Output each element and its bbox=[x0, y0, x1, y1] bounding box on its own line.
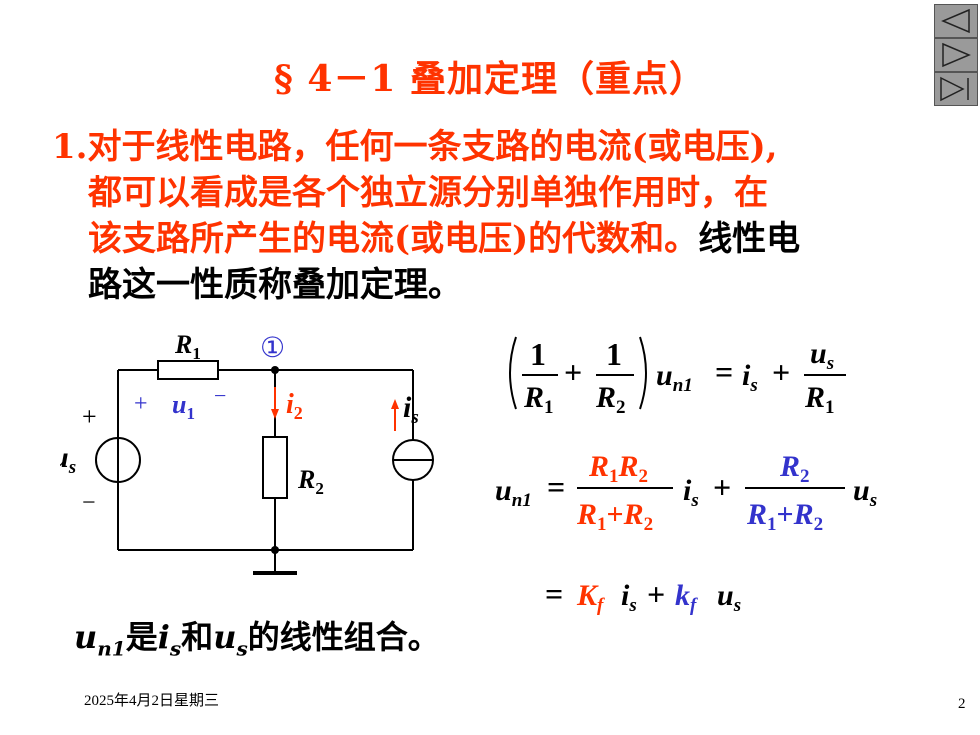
slide-title: § 4－1 叠加定理（重点） bbox=[274, 58, 706, 100]
fraction-denominator: R1 bbox=[804, 381, 835, 418]
node-dot bbox=[271, 366, 279, 374]
resistor-r2 bbox=[262, 436, 288, 499]
line-text-red: 该支路所产生的电流(或电压)的代数和。 bbox=[88, 219, 699, 259]
line-text-black: 线性电 bbox=[698, 219, 801, 259]
label-is: is bbox=[403, 391, 419, 428]
label-u1: u1 bbox=[172, 390, 195, 423]
fraction-numerator: us bbox=[810, 337, 834, 374]
kf-small-coefficient: kf bbox=[675, 579, 698, 616]
paragraph-line-2: 都可以看成是各个独立源分别单独作用时，在 bbox=[88, 173, 768, 213]
is-term: is bbox=[621, 579, 637, 616]
summary-text: 的线性组合。 bbox=[247, 618, 440, 656]
last-slide-button[interactable] bbox=[934, 72, 978, 106]
i-symbol: i bbox=[157, 618, 170, 656]
summary-text: 和 bbox=[181, 618, 214, 656]
label-i2: i2 bbox=[286, 389, 303, 423]
line-text: 对于线性电路，任何一条支路的电流(或电压), bbox=[87, 127, 778, 167]
u1-minus: − bbox=[214, 383, 226, 408]
u-symbol: u bbox=[74, 618, 98, 656]
fraction-denominator: R2 bbox=[595, 381, 626, 418]
us-term: us bbox=[717, 579, 741, 616]
label-r1: R1 bbox=[174, 330, 201, 363]
plus-sign: + bbox=[772, 354, 790, 390]
paragraph-line-1: 1.对于线性电路，任何一条支路的电流(或电压), bbox=[52, 124, 922, 170]
u-subscript: n1 bbox=[97, 636, 126, 661]
fraction-denominator: R1+R2 bbox=[576, 498, 653, 535]
un1-label: un1 bbox=[495, 474, 532, 511]
circuit-diagram: R1 ① + u1 − i2 is + us − R2 bbox=[60, 330, 434, 575]
equation-1: 1 R1 + 1 R2 un1 = is + us R1 bbox=[509, 336, 846, 418]
us-plus: + bbox=[82, 402, 97, 431]
label-us: us bbox=[60, 441, 76, 478]
kf-coefficient: Kf bbox=[576, 579, 605, 616]
us-minus: − bbox=[82, 490, 96, 516]
fraction-numerator: 1 bbox=[606, 336, 622, 372]
equals-sign: = bbox=[547, 469, 565, 505]
arrow-left-icon bbox=[941, 8, 970, 34]
arrow-end-icon bbox=[940, 76, 969, 102]
fraction-denominator: R1+R2 bbox=[746, 498, 823, 535]
un1-term: un1 bbox=[656, 359, 693, 396]
u-symbol: u bbox=[213, 618, 237, 656]
arrow-down-icon bbox=[271, 409, 279, 419]
u-subscript: s bbox=[236, 636, 248, 661]
label-r2: R2 bbox=[297, 465, 324, 498]
summary-line: un1是is和us的线性组合。 bbox=[74, 612, 440, 660]
prev-slide-button[interactable] bbox=[934, 4, 978, 38]
page-number: 2 bbox=[958, 696, 966, 712]
footer-date: 2025年4月2日星期三 bbox=[84, 693, 220, 709]
equals-sign: = bbox=[545, 576, 563, 612]
is-term: is bbox=[742, 359, 758, 396]
is-term: is bbox=[683, 474, 699, 511]
summary-text: 是 bbox=[125, 618, 158, 656]
plus-sign: + bbox=[647, 576, 665, 612]
equals-sign: = bbox=[715, 354, 733, 390]
u1-plus: + bbox=[134, 391, 148, 417]
paragraph-line-4: 路这一性质称叠加定理。 bbox=[88, 265, 462, 305]
i-subscript: s bbox=[169, 636, 182, 661]
item-number: 1. bbox=[52, 127, 88, 167]
arrow-up-icon bbox=[391, 399, 399, 409]
plus-sign: + bbox=[564, 354, 582, 390]
node-dot bbox=[271, 546, 279, 554]
plus-sign: + bbox=[713, 469, 731, 505]
fraction-denominator: R1 bbox=[523, 381, 554, 418]
equation-2: un1 = R1R2 R1+R2 is + R2 R1+R2 us bbox=[495, 450, 877, 535]
fraction-numerator: R2 bbox=[779, 450, 810, 487]
arrow-right-icon bbox=[942, 42, 971, 68]
next-slide-button[interactable] bbox=[934, 38, 978, 72]
fraction-numerator: R1R2 bbox=[588, 450, 648, 487]
paragraph-line-3: 该支路所产生的电流(或电压)的代数和。线性电 bbox=[88, 216, 958, 262]
node-label: ① bbox=[260, 333, 285, 364]
fraction-numerator: 1 bbox=[530, 336, 546, 372]
resistor-r1 bbox=[157, 360, 219, 380]
equation-3: = Kf is + kf us bbox=[545, 576, 741, 616]
us-term: us bbox=[853, 474, 877, 511]
